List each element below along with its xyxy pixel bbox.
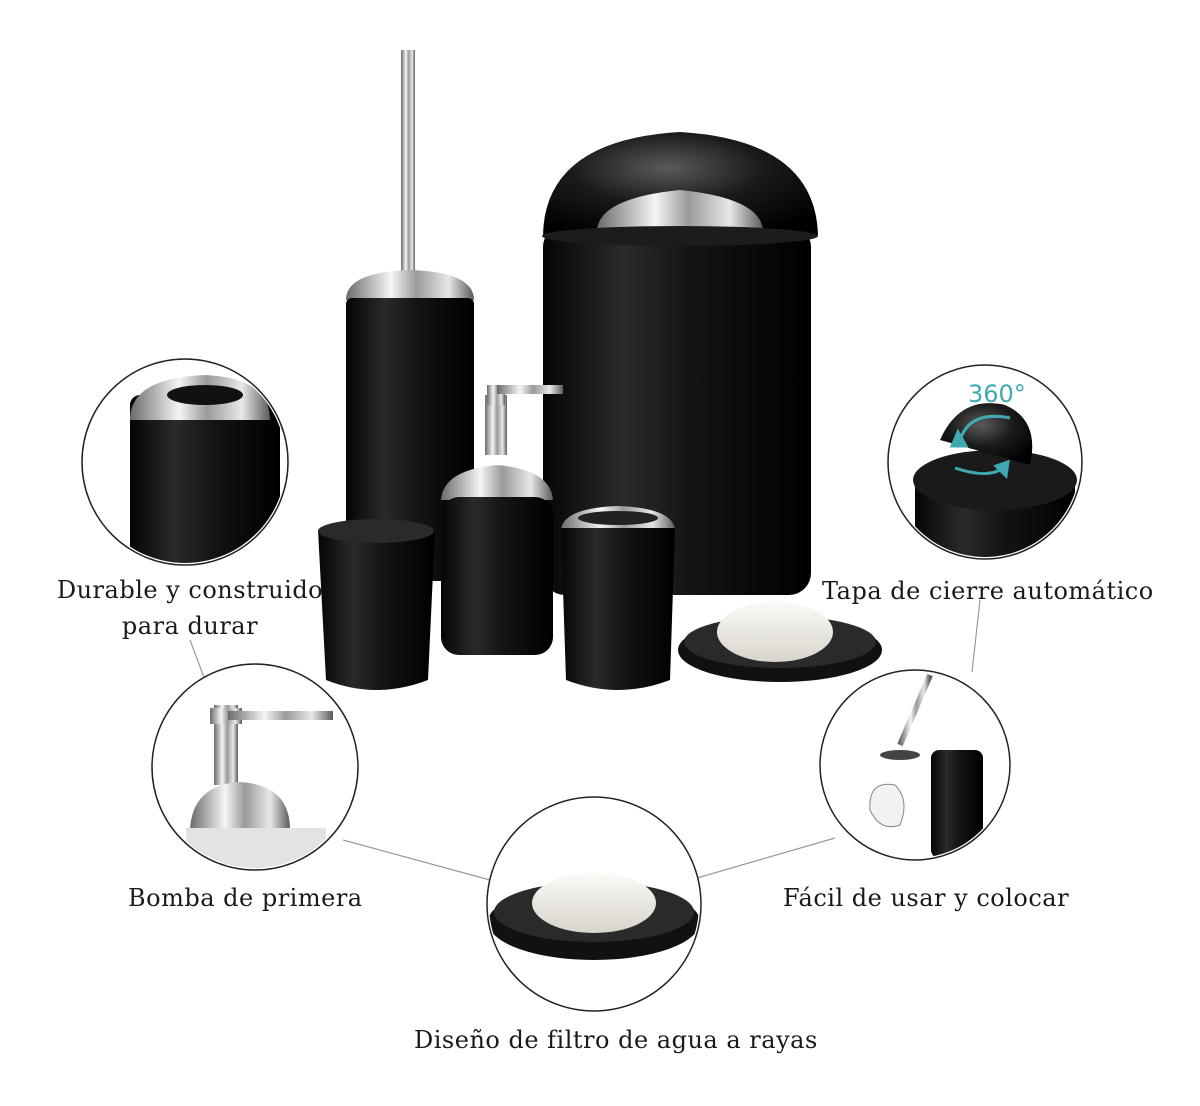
feature-label-soap-dish: Diseño de filtro de agua a rayas xyxy=(414,1026,818,1054)
detail-circle-easy-use xyxy=(819,669,1011,861)
detail-circle-auto-lid: 360° xyxy=(887,364,1083,560)
feature-label-durable: Durable y construido para durar xyxy=(55,572,325,644)
feature-label-durable-line2: para durar xyxy=(121,612,259,640)
rotation-badge: 360° xyxy=(968,380,1026,408)
soap-dispenser xyxy=(441,385,563,655)
connector-lines xyxy=(189,599,981,881)
trash-bin xyxy=(542,132,818,595)
detail-circle-pump xyxy=(151,663,359,871)
toothbrush-holder xyxy=(561,506,675,690)
feature-label-pump: Bomba de primera xyxy=(128,884,363,912)
detail-circle-soap-dish xyxy=(486,796,702,1012)
soap-dish xyxy=(678,602,882,682)
rotation-arrows-icon xyxy=(949,414,1011,480)
tumbler-cup xyxy=(318,519,435,690)
feature-label-auto-lid: Tapa de cierre automático xyxy=(822,577,1154,605)
feature-label-easy-use: Fácil de usar y colocar xyxy=(783,884,1070,912)
feature-label-durable-line1: Durable y construido xyxy=(56,576,324,604)
detail-circle-durable xyxy=(81,358,289,566)
